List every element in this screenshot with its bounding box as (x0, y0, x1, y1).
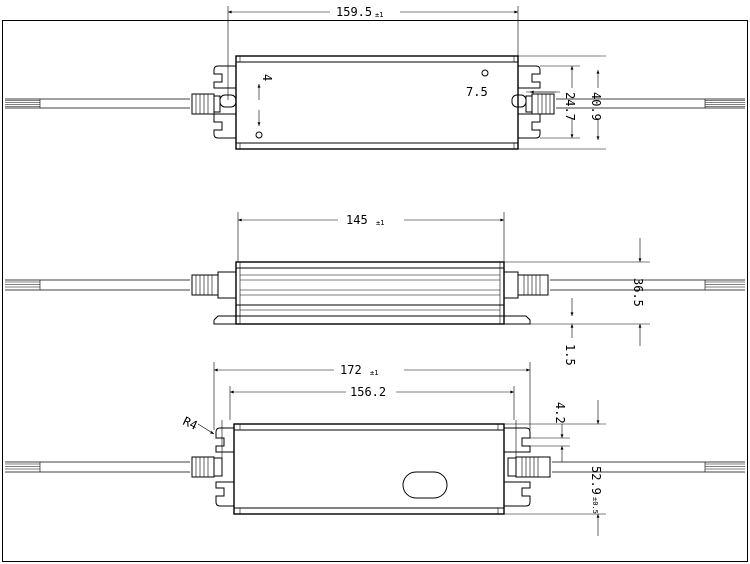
top-view: 159.5 ±1 4 7.5 24.7 40.9 (5, 5, 745, 150)
dim-text-mount-width: 24.7 (563, 92, 577, 121)
top-right-wire (556, 98, 745, 109)
drawing-frame (2, 20, 748, 562)
top-body (235, 55, 519, 150)
dim-side-flange: 1.5 (563, 298, 577, 366)
bottom-left-gland (191, 456, 223, 478)
dim-text-side-flange: 1.5 (563, 344, 577, 366)
dim-bottom-radius: R4 (181, 414, 215, 435)
dim-bottom-mount-pitch: 156.2 (229, 385, 515, 420)
bottom-left-mount-ear (215, 420, 234, 507)
dim-text-slot-offset: 7.5 (466, 85, 488, 99)
dim-top-hole-offset: 4 (257, 74, 274, 126)
dim-text-bottom-length: 172 (340, 363, 362, 377)
top-left-gland (191, 93, 221, 115)
top-screw-hole-left (255, 131, 263, 139)
dim-text-top-length: 159.5 (336, 5, 372, 19)
dim-side-body-length: 145 ±1 (237, 212, 505, 262)
dim-tol-side-length: ±1 (376, 219, 384, 227)
bottom-left-wire (5, 461, 190, 473)
side-body (213, 261, 531, 325)
dim-side-height: 36.5 (504, 238, 650, 346)
dim-tol-top-length: ±1 (375, 11, 383, 19)
dim-text-slot-width: 4.2 (553, 402, 567, 424)
bottom-right-wire (552, 461, 745, 473)
dim-bottom-overall-length: 172 ±1 (213, 362, 531, 430)
bottom-right-mount-ear (504, 420, 531, 507)
dim-text-side-height: 36.5 (631, 278, 645, 307)
side-left-wire (5, 279, 190, 291)
top-right-gland (525, 93, 555, 115)
bottom-body (233, 423, 505, 515)
dim-text-body-width: 40.9 (589, 92, 603, 121)
dim-tol-bottom-length: ±1 (370, 369, 378, 377)
side-view: 145 ±1 36.5 1.5 (5, 212, 745, 366)
bottom-view: 172 ±1 156.2 R4 4.2 52.9 ±0.5 (5, 362, 745, 536)
dim-top-overall-length: 159.5 ±1 (227, 5, 519, 100)
side-flange (213, 315, 531, 325)
dim-bottom-body-width: 52.9 ±0.5 (504, 400, 606, 536)
dim-tol-bottom-width: ±0.5 (591, 497, 599, 514)
top-right-mount-ear (511, 65, 541, 139)
dim-text-side-length: 145 (346, 213, 368, 227)
side-left-gland (191, 271, 237, 299)
side-right-wire (550, 279, 745, 291)
top-left-wire (5, 98, 190, 109)
top-left-mount-ear (213, 65, 237, 139)
bottom-right-gland (507, 456, 551, 478)
dim-top-slot-offset: 7.5 (466, 85, 560, 99)
dim-text-hole-offset: 4 (260, 74, 274, 81)
dim-top-mount-width: 24.7 (540, 65, 580, 139)
bottom-label-window (402, 471, 448, 499)
side-right-gland (503, 271, 549, 299)
dim-text-bottom-width: 52.9 (589, 466, 603, 495)
dim-bottom-slot-width: 4.2 (530, 402, 570, 462)
dim-top-body-width: 40.9 (518, 55, 606, 150)
top-screw-hole-right (481, 69, 489, 77)
dim-text-radius: R4 (181, 414, 200, 433)
dim-text-mount-pitch: 156.2 (350, 385, 386, 399)
